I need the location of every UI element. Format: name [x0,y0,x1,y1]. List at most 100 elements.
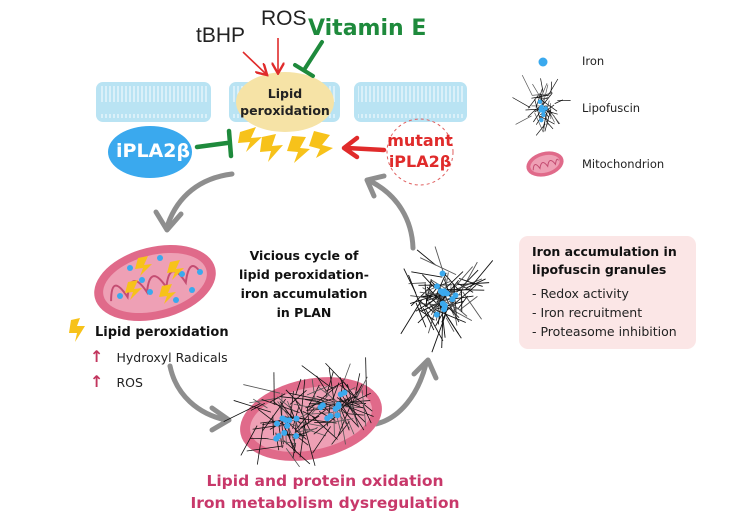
mitochondrion-damaged-bolts [125,256,184,304]
lipofuscin-fiber [365,357,367,398]
lipofuscin-fiber [532,93,545,96]
cycle-title: Vicious cycle of lipid peroxidation- iro… [234,246,374,322]
lipofuscin-fiber [457,295,468,309]
lipofuscin-fiber [411,271,443,278]
iron-dot [282,417,289,424]
lipofuscin-fiber [233,400,272,413]
bottom-caption-line2: Iron metabolism dysregulation [190,494,460,512]
up-arrow-icon: ↑ [90,347,104,366]
vitamin-e-inhibit-icon [293,40,324,78]
cycle-title-line3: iron accumulation [240,286,368,301]
infobox-item: - Proteasome inhibition [532,324,677,339]
lipofuscin-fiber [347,419,355,435]
iron-dot [197,269,203,275]
lipofuscin-fiber [410,295,441,301]
lipofuscin-fiber [307,384,320,408]
iron-dot [332,405,339,412]
lipofuscin-fiber [454,266,474,288]
lipofuscin-fiber [419,257,457,276]
lipofuscin-fiber [314,421,333,424]
lipofuscin-fiber [418,309,435,321]
lipofuscin-fiber [272,415,274,436]
mutant-line1: mutant [387,131,453,150]
lipofuscin-fiber [542,110,548,129]
lipofuscin-fiber [351,400,371,403]
iron-dot [147,289,153,295]
lipofuscin-fiber [424,308,444,342]
lipofuscin-fiber [250,402,266,411]
cycle-title-line2: lipid peroxidation- [239,267,369,282]
lipofuscin-fiber [325,381,344,392]
lipid-peroxidation-line2: peroxidation [240,103,330,118]
lipofuscin-fiber [521,74,533,96]
lipofuscin-fiber [328,367,336,408]
lipofuscin-fiber [325,371,334,397]
iron-dot [293,415,300,422]
infobox-title-line1: Iron accumulation in [532,244,677,259]
lipofuscin-fiber [333,409,335,436]
iron-dot [437,288,444,295]
tbhp-label: tBHP [196,24,246,47]
iron-dot [189,287,195,293]
mutant-ipla2b-label: mutant iPLA2β [382,130,458,172]
iron-dot [179,271,185,277]
iron-dot [433,311,440,318]
lipid-peroxidation-center-label: Lipid peroxidation [236,85,334,119]
lipofuscin-fiber [243,384,281,394]
lipofuscin-fiber [289,390,307,405]
effect-label: ROS [116,375,143,390]
lipofuscin-fiber [352,383,363,402]
lipofuscin-fiber [361,390,367,427]
lipofuscin-fiber [256,423,264,465]
ros-label: ROS [261,7,307,30]
lipofuscin-granule [400,246,494,353]
lipofuscin-fiber [289,424,307,440]
iron-dot [334,412,341,419]
infobox-item: - Iron recruitment [532,305,643,320]
mito-lipid-peroxidation-label: Lipid peroxidation [95,325,229,340]
cycle-title-line1: Vicious cycle of [249,248,359,263]
lipofuscin-fiber [279,401,293,419]
lipofuscin-fiber [434,300,464,310]
lipofuscin-fiber [306,406,310,423]
lipofuscin-fiber [459,296,478,311]
lipofuscin-fiber [545,105,561,125]
lipofuscin-fiber [316,396,334,403]
lipofuscin-fiber [417,294,447,324]
lipofuscin-fiber [512,97,531,108]
lipofuscin-fiber [347,413,364,416]
iron-dot [337,391,344,398]
lipofuscin-fiber [534,98,541,119]
lipofuscin-fiber [554,99,564,104]
mutant-activate-arrow [341,135,387,160]
lipofuscin-fiber [515,115,532,125]
effect-item-hydroxyl: ↑ Hydroxyl Radicals [90,347,228,366]
lipofuscin-fiber [303,425,316,466]
lipofuscin-fiber [448,300,468,317]
infobox-item: - Redox activity [532,286,629,301]
up-arrow-icon: ↑ [90,372,104,391]
iron-dot [539,117,544,123]
infobox-list: - Redox activity - Iron recruitment - Pr… [532,284,696,341]
lipofuscin-fiber [305,398,333,409]
lipofuscin-fiber [299,420,306,458]
lipofuscin-fiber [540,98,558,112]
infobox-title-line2: lipofuscin granules [532,262,667,277]
lipofuscin-fiber [294,398,311,430]
effect-label: Hydroxyl Radicals [116,350,228,365]
lipofuscin-fiber [266,438,296,445]
ipla2b-label: iPLA2β [116,140,191,162]
lipofuscin-fiber [343,363,351,381]
legend-mitochondrion-label: Mitochondrion [582,157,665,171]
lipofuscin-fiber [408,274,423,311]
lipofuscin-fiber [335,400,367,404]
iron-dot [284,422,291,429]
ipla2b-ellipse [108,126,192,178]
lipofuscin-fiber [527,93,540,109]
lipofuscin-fiber [544,109,552,132]
bottom-caption: Lipid and protein oxidation Iron metabol… [175,470,475,514]
lipofuscin-fiber [400,299,423,335]
legend-mitochondrion-icon [526,151,564,177]
tbhp-arrow [242,51,266,74]
lipofuscin-fiber [340,390,359,410]
